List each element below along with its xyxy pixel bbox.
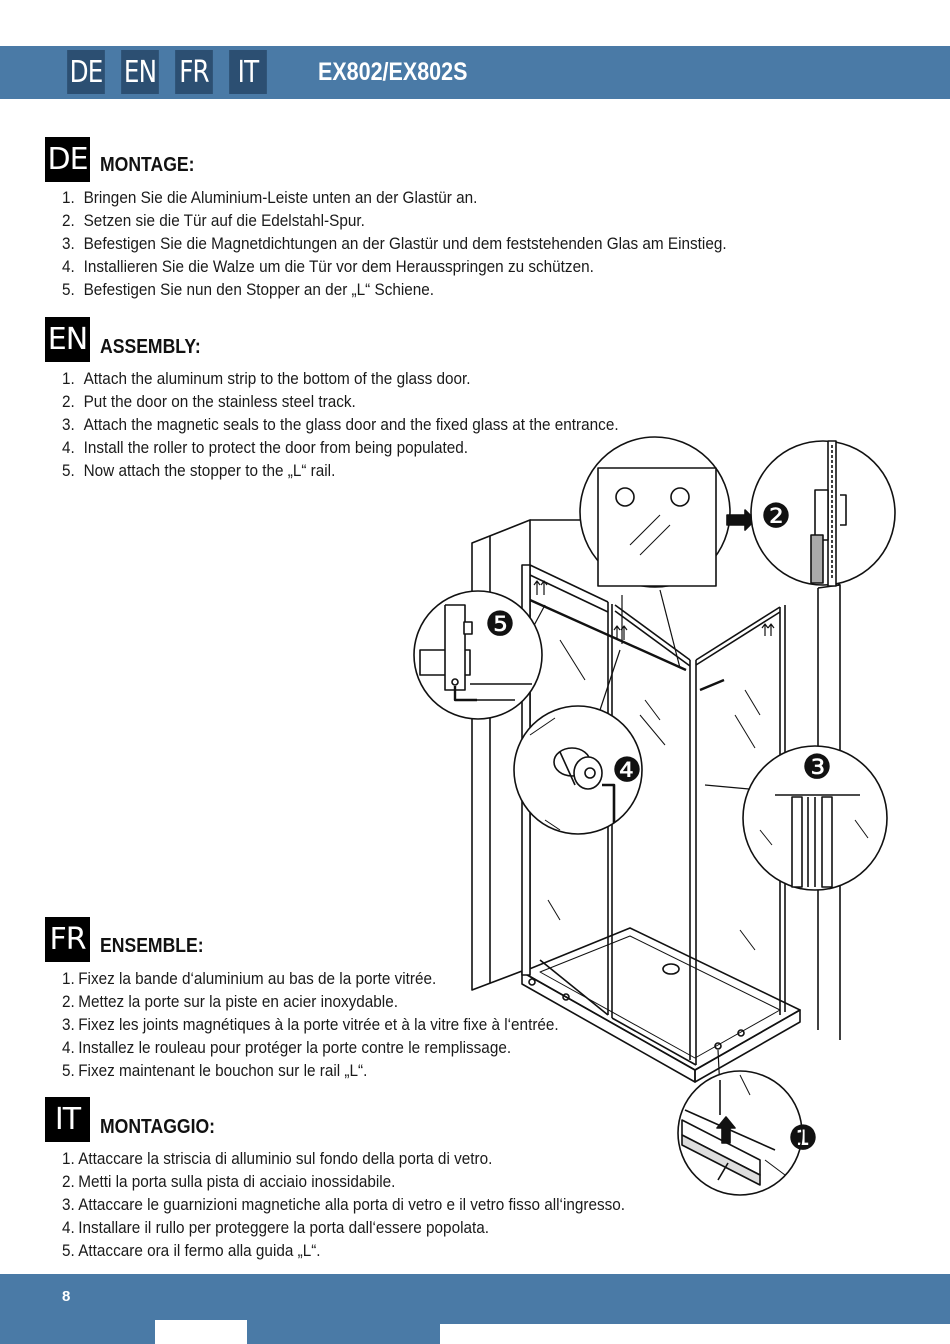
- footer-bar: 8: [0, 1274, 950, 1344]
- callout-3: ❸: [802, 748, 832, 788]
- section-title-fr: ENSEMBLE:: [100, 935, 204, 957]
- section-badge-de: DE: [45, 137, 90, 182]
- list-item: 5.Attaccare ora il fermo alla guida „L“.: [62, 1241, 321, 1260]
- steps-list-fr: 1.Fixez la bande d‘aluminium au bas de l…: [62, 967, 614, 1082]
- section-title-en: ASSEMBLY:: [100, 336, 201, 358]
- list-item: 3.Attach the magnetic seals to the glass…: [62, 415, 619, 434]
- list-item: 4.Installieren Sie die Walze um die Tür …: [62, 257, 594, 276]
- model-number: EX802/EX802S: [318, 58, 468, 86]
- detail-circle-4: [513, 705, 643, 835]
- list-item: 2.Mettez la porte sur la piste en acier …: [62, 992, 398, 1011]
- lang-tab-de[interactable]: DE: [67, 50, 105, 94]
- lang-tab-fr[interactable]: FR: [175, 50, 213, 94]
- shower-assembly-illustration: ❷ ❺ ❹ ❸: [413, 436, 896, 1196]
- detail-circle-2b: [750, 440, 896, 587]
- list-item: 1.Attach the aluminum strip to the botto…: [62, 369, 471, 388]
- list-item: 4.Install the roller to protect the door…: [62, 438, 469, 457]
- callout-2: ❷: [761, 497, 791, 537]
- section-badge-it: IT: [45, 1097, 90, 1142]
- steps-list-de: 1.Bringen Sie die Aluminium-Leiste unten…: [62, 186, 800, 301]
- list-item: 4.Installez le rouleau pour protéger la …: [62, 1038, 512, 1057]
- list-item: 5.Befestigen Sie nun den Stopper an der …: [62, 280, 435, 299]
- list-item: 2.Setzen sie die Tür auf die Edelstahl-S…: [62, 211, 365, 230]
- list-item: 4.Installare il rullo per proteggere la …: [62, 1218, 489, 1237]
- list-item: 1.Bringen Sie die Aluminium-Leiste unten…: [62, 188, 478, 207]
- lang-tab-en[interactable]: EN: [121, 50, 159, 94]
- section-badge-en: EN: [45, 317, 90, 362]
- steps-list-en: 1.Attach the aluminum strip to the botto…: [62, 367, 680, 482]
- list-item: 5.Fixez maintenant le bouchon sur le rai…: [62, 1061, 368, 1080]
- list-item: 2.Metti la porta sulla pista di acciaio …: [62, 1172, 396, 1191]
- list-item: 3.Befestigen Sie die Magnetdichtungen an…: [62, 234, 727, 253]
- footer-tab-white: [155, 1320, 247, 1344]
- detail-circle-3: [742, 745, 888, 891]
- list-item: 3.Fixez les joints magnétiques à la port…: [62, 1015, 559, 1034]
- list-item: 1.Fixez la bande d‘aluminium au bas de l…: [62, 969, 437, 988]
- lang-tab-it[interactable]: IT: [229, 50, 267, 94]
- shower-tray: [521, 927, 801, 1083]
- callout-4: ❹: [612, 751, 642, 791]
- detail-circle-2: [579, 436, 756, 588]
- section-title-it: MONTAGGIO:: [100, 1116, 216, 1138]
- page-number: 8: [62, 1288, 71, 1305]
- list-item: 2.Put the door on the stainless steel tr…: [62, 392, 356, 411]
- callout-5: ❺: [485, 605, 515, 645]
- list-item: 5.Now attach the stopper to the „L“ rail…: [62, 461, 336, 480]
- list-item: 1.Attaccare la striscia di alluminio sul…: [62, 1149, 493, 1168]
- section-badge-fr: FR: [45, 917, 90, 962]
- steps-list-it: 1.Attaccare la striscia di alluminio sul…: [62, 1147, 688, 1262]
- detail-circle-5: [413, 590, 543, 720]
- footer-strip-white: [440, 1324, 950, 1344]
- header-bar: DE EN FR IT EX802/EX802S: [0, 46, 950, 99]
- list-item: 3.Attaccare le guarnizioni magnetiche al…: [62, 1195, 626, 1214]
- detail-circle-1: [677, 1070, 803, 1196]
- section-title-de: MONTAGE:: [100, 154, 195, 176]
- callout-1: ❶: [788, 1119, 818, 1159]
